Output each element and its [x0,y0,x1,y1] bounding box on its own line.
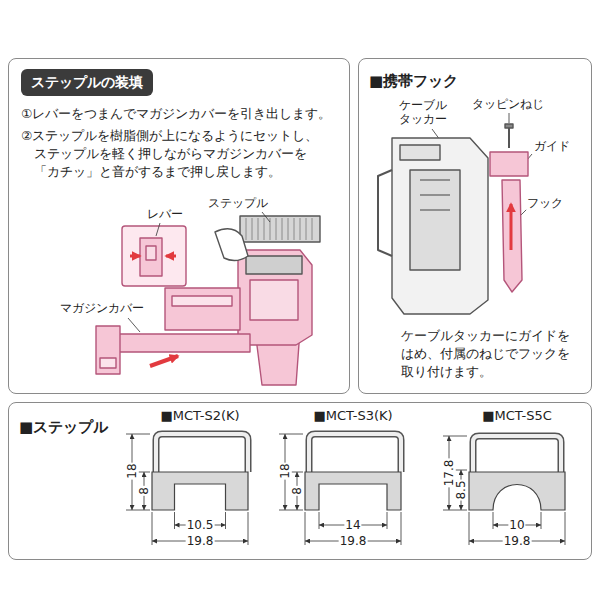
staple-s5c [469,436,565,510]
note-text: ケーブルタッカーにガイドを はめ、付属のねじでフックを 取り付けます。 [401,327,583,381]
tacker-loading-illustration-part [250,280,298,320]
section-heading: ■携帯フック [369,71,458,93]
tacker-hook-illustration-part [508,128,510,148]
dimension-value: 8 [290,486,304,496]
tacker-hook-illustration-part [420,180,450,210]
part-label: レバー [146,207,184,221]
tacker-hook-illustration-part [410,170,460,270]
model-number: ■MCT-S3(K) [312,408,393,424]
section-heading: ■ステップル [19,417,108,439]
tacker-loading-illustration-part [140,238,162,276]
tacker-hook-illustration-part [505,124,513,128]
leader-lines [128,113,532,332]
tacker-loading-illustration-part [122,226,186,286]
staple-s5c-part [473,436,561,472]
leader-lines-part [262,212,270,222]
section-heading: ステップルの装填 [31,73,143,91]
tacker-loading-illustration-part [246,256,302,274]
staple-s2-part [152,472,248,510]
tacker-loading-illustration-part [246,218,312,240]
step-text: ①レバーをつまんでマガジンカバーを引き出します。 [21,105,346,123]
tacker-loading-illustration-part [150,356,178,366]
tacker-hook-illustration-part [510,204,513,250]
heading-tab: ステップルの装填 [21,69,153,96]
tacker-loading-illustration-part [112,334,250,352]
dimension-value: 18 [278,462,292,479]
tacker-loading-illustration-part [146,246,156,260]
tacker-loading-illustration-part [166,255,176,258]
tacker-loading-illustration-part [172,296,232,306]
tacker-loading-illustration-part [100,358,116,368]
part-label: ガイド [533,139,571,153]
staple-s3 [305,434,401,510]
staple-s3-part [309,434,401,472]
model-number: ■MCT-S5C [481,408,553,424]
part-label: タッピンねじ [471,97,545,111]
leader-lines-part [156,223,160,236]
dimension-value: 10.5 [186,518,215,532]
tacker-loading-illustration-part [215,229,248,261]
dimension-value: 8.5 [454,479,468,500]
leader-lines-part [128,318,140,332]
tacker-loading-illustration-part [240,216,320,242]
staple-s5c-part [473,436,561,472]
tacker-hook-illustration [378,124,528,314]
dimension-value: 19.8 [503,534,532,548]
dimension-value: 14 [344,518,361,532]
staple-s3-part [309,434,401,472]
tacker-hook-illustration-part [502,180,522,292]
part-label: ケーブル タッカー [398,98,452,127]
tacker-loading-illustration-part [130,255,140,258]
dimension-value: 10 [508,518,525,532]
leader-lines-part [509,113,510,123]
staple-drawings [126,434,565,545]
dimension-value: 18 [125,462,139,479]
staple-s3-part [305,472,401,510]
step-text: ②ステップルを樹脂側が上になるようにセットし、 ステップルを軽く押しながらマガジ… [21,127,331,181]
instruction-panel: ①レバーをつまんでマガジンカバーを引き出します。 ②ステップルを樹脂側が上になるよ… [8,58,350,394]
staple-s2-part [156,434,248,472]
part-label: マガジンカバー [59,301,145,315]
dimension-value: 19.8 [339,534,368,548]
tacker-hook-illustration-part [378,170,392,256]
staple-s5c-part [469,472,565,510]
tacker-hook-illustration-part [400,145,440,160]
dimension-value: 8 [137,486,151,496]
tacker-hook-illustration-part [490,152,528,176]
dimension-lines [126,434,565,545]
tacker-loading-illustration-part [165,288,240,330]
staple-s2 [152,434,248,510]
tacker-loading-illustration-part [238,250,312,345]
part-label: フック [526,196,564,210]
tacker-hook-illustration-part [392,138,488,314]
staple-s2-part [156,434,248,472]
tacker-loading-illustration-part [96,326,120,374]
part-label: ステップル [207,196,269,210]
dimension-value: 19.8 [186,534,215,548]
model-number: ■MCT-S2(K) [159,408,240,424]
